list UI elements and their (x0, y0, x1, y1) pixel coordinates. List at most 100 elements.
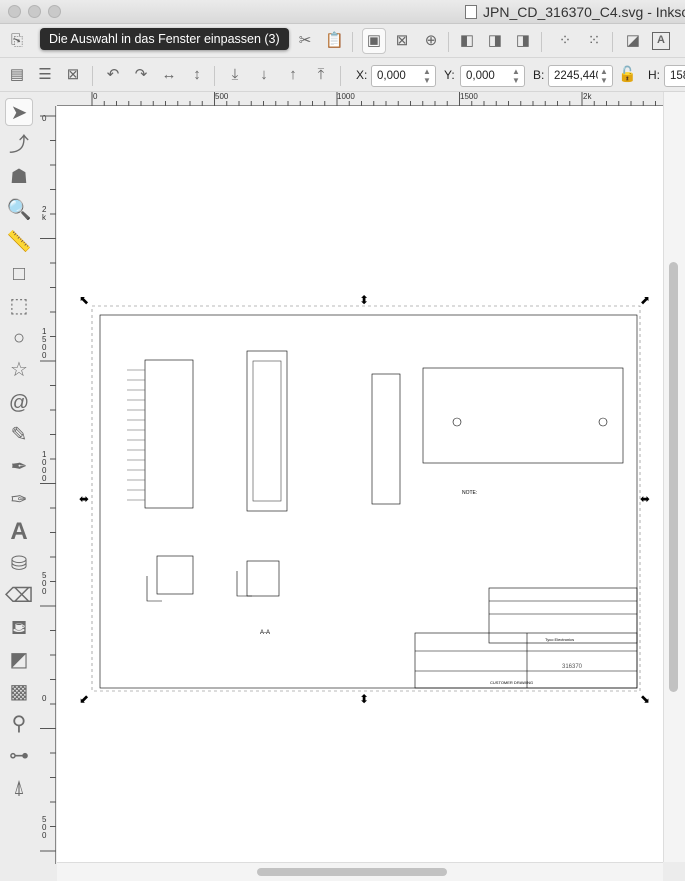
section-label: A-A (260, 630, 270, 636)
lower-to-bottom-icon[interactable]: ⤓ (231, 66, 239, 83)
connector-front-view (127, 359, 194, 509)
toolbox: ➤ ⤴ ☗ 🔍 📏 □ ⬚ ○ ☆ @ ✎ ✒ ✑ A ⛁ ⌫ ⛾ ◩ ▩ ⚲ … (0, 92, 40, 881)
customer-drawing-label: CUSTOMER DRAWING (490, 680, 533, 685)
side-detail-views (146, 555, 280, 602)
rotate-ccw-icon[interactable]: ↶ (106, 66, 120, 83)
horizontal-scrollbar[interactable] (57, 862, 663, 881)
pencil-tool[interactable]: ✎ (10, 424, 28, 446)
gradient-tool[interactable]: ◩ (9, 649, 29, 671)
scale-handle-ne[interactable]: ⬈ (640, 293, 650, 307)
rectangle-tool[interactable]: □ (12, 263, 26, 285)
paint-bucket-tool[interactable]: ⛾ (10, 617, 28, 639)
scale-handle-e[interactable]: ⬌ (640, 492, 650, 506)
cut-icon[interactable]: ✂ (298, 32, 312, 49)
unlink-clone-icon[interactable]: ◨ (515, 32, 531, 49)
text-font-icon[interactable]: A (652, 32, 670, 50)
text-tool[interactable]: A (10, 518, 28, 545)
lock-icon[interactable]: 🔓 (618, 66, 637, 83)
zoom-tool[interactable]: 🔍 (6, 199, 32, 221)
ruler-label: 1000 (337, 92, 355, 101)
eraser-tool[interactable]: ⌫ (5, 585, 34, 607)
selector-tool[interactable]: ➤ (5, 98, 33, 126)
raise-icon[interactable]: ↑ (289, 66, 297, 83)
star-tool[interactable]: ☆ (10, 359, 28, 381)
clone-icon[interactable]: ◨ (487, 32, 503, 49)
note-heading: NOTE: (462, 490, 477, 496)
select-all-layers-icon[interactable]: ☰ (38, 66, 52, 83)
ruler-label: 0 (93, 92, 98, 101)
vertical-ruler[interactable]: 0 2k 1500 1000 500 0 500 (40, 106, 56, 864)
fill-stroke-icon[interactable]: ◪ (625, 32, 641, 49)
x-label: X: (356, 68, 368, 82)
x-spinner[interactable]: ▲▼ (423, 67, 431, 85)
flip-horizontal-icon[interactable]: ↔ (161, 66, 177, 83)
pen-tool[interactable]: ✑ (10, 489, 28, 511)
connector-top-view (246, 350, 288, 512)
calligraphy-tool[interactable]: ✒ (10, 456, 28, 478)
3d-box-tool[interactable]: ⬚ (9, 295, 29, 317)
rotate-cw-icon[interactable]: ↷ (134, 66, 148, 83)
ellipse-tool[interactable]: ○ (12, 327, 26, 349)
document-icon (465, 5, 477, 19)
scale-handle-se[interactable]: ⬊ (640, 692, 650, 706)
ruler-label: 1500 (42, 327, 47, 360)
ruler-label: 1500 (460, 92, 478, 101)
height-value: 158 (670, 70, 685, 82)
group-icon[interactable]: ⁘ (558, 32, 572, 49)
deselect-icon[interactable]: ⊠ (66, 66, 80, 83)
ruler-ticks (40, 115, 56, 852)
company-name: Tyco Electronics (545, 637, 574, 642)
scale-handle-n[interactable]: ⬍ (359, 293, 369, 307)
y-field[interactable]: 0,000 ▲▼ (460, 65, 525, 87)
spray-tool[interactable]: ⛁ (10, 553, 28, 575)
dropper-tool[interactable]: ⚲ (11, 713, 27, 735)
horizontal-scroll-thumb[interactable] (257, 868, 447, 876)
page-border-dashed (91, 305, 641, 692)
node-tool[interactable]: ⤴ (9, 134, 29, 156)
vertical-scrollbar[interactable] (663, 92, 685, 862)
drawing-canvas[interactable]: NOTE: A-A Tyco Electronics 316370 CUSTOM… (57, 106, 663, 862)
scale-handle-sw[interactable]: ⬋ (79, 692, 89, 706)
ruler-label: 2k (583, 92, 592, 101)
duplicate-icon[interactable]: ◧ (459, 32, 475, 49)
zoom-page-icon[interactable]: ⊕ (424, 32, 438, 49)
vertical-scroll-thumb[interactable] (669, 262, 678, 692)
flip-vertical-icon[interactable]: ↕ (193, 66, 201, 83)
mesh-tool[interactable]: ▩ (9, 681, 29, 703)
spiral-tool[interactable]: @ (8, 392, 30, 414)
y-spinner[interactable]: ▲▼ (512, 67, 520, 85)
width-value: 2245,440 (554, 70, 602, 82)
pcb-layout-view (422, 367, 624, 464)
new-document-icon[interactable]: ⎘ (10, 32, 23, 49)
width-spinner[interactable]: ▲▼ (598, 67, 610, 85)
measure-tool[interactable]: 📏 (6, 231, 32, 253)
height-field[interactable]: 158 (664, 65, 685, 87)
selection-handles[interactable]: ⬉ ⬍ ⬈ ⬌ ⬌ ⬋ ⬍ ⬊ (79, 293, 650, 706)
ruler-label: 500 (42, 815, 47, 840)
zoom-selection-icon[interactable]: ▣ (362, 28, 386, 54)
ungroup-icon[interactable]: ⁙ (587, 32, 601, 49)
scale-handle-s[interactable]: ⬍ (359, 692, 369, 706)
width-label: B: (533, 68, 545, 82)
x-value: 0,000 (377, 70, 406, 82)
connector-tool[interactable]: ⊶ (9, 745, 29, 767)
lower-icon[interactable]: ↓ (260, 66, 268, 83)
x-field[interactable]: 0,000 ▲▼ (371, 65, 436, 87)
scale-handle-w[interactable]: ⬌ (79, 492, 89, 506)
zoom-window-button[interactable] (48, 5, 61, 18)
tweak-tool[interactable]: ☗ (10, 166, 28, 188)
minimize-window-button[interactable] (28, 5, 41, 18)
tooltip: Die Auswahl in das Fenster einpassen (3) (40, 28, 289, 50)
ruler-ticks (91, 92, 656, 106)
ruler-label: 500 (42, 571, 47, 596)
zoom-drawing-icon[interactable]: ⊠ (395, 32, 409, 49)
width-field[interactable]: 2245,440▲▼ (548, 65, 613, 87)
horizontal-ruler[interactable]: 0 500 1000 1500 2k (57, 92, 663, 106)
paste-icon[interactable]: 📋 (325, 32, 344, 49)
close-window-button[interactable] (8, 5, 21, 18)
y-value: 0,000 (466, 70, 495, 82)
scale-handle-nw[interactable]: ⬉ (79, 293, 89, 307)
select-all-icon[interactable]: ▤ (9, 66, 25, 83)
spiro-compass-tool[interactable]: ⍋ (13, 777, 25, 799)
raise-to-top-icon[interactable]: ⤒ (317, 66, 325, 83)
